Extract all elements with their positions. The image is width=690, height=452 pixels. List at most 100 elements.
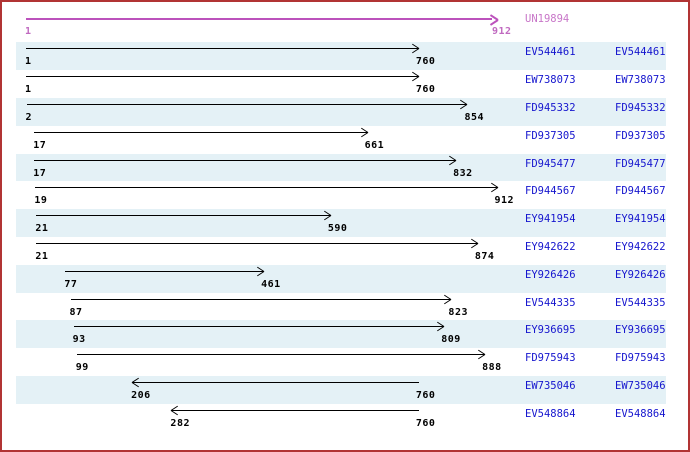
alignment-start-coord: 77 bbox=[64, 278, 78, 290]
accession-label-secondary[interactable]: EV544335 bbox=[615, 296, 666, 309]
accession-label-secondary[interactable]: FD945332 bbox=[615, 102, 666, 114]
accession-label[interactable]: EW735046 bbox=[525, 380, 576, 392]
alignment-row: 77 461 EY926426 EY926426 bbox=[0, 264, 690, 293]
row-background bbox=[16, 98, 666, 126]
accession-label-secondary[interactable]: EY942622 bbox=[615, 241, 666, 253]
alignment-start-coord: 93 bbox=[72, 334, 86, 346]
alignment-arrow-head-icon bbox=[447, 155, 457, 165]
alignment-end-coord: 874 bbox=[474, 251, 495, 262]
accession-label-secondary[interactable]: EY926426 bbox=[615, 268, 666, 281]
alignment-end-coord: 888 bbox=[482, 362, 502, 374]
alignment-row: 21 590 EY941954 EY941954 bbox=[0, 209, 690, 237]
accession-label-secondary[interactable]: EV548864 bbox=[615, 407, 666, 420]
alignment-arrow-head-icon bbox=[255, 266, 265, 277]
alignment-arrow-head-icon bbox=[131, 377, 141, 388]
alignment-arrow-line bbox=[171, 409, 419, 411]
alignment-arrow-head-icon bbox=[322, 210, 332, 221]
alignment-end-coord: 912 bbox=[494, 195, 515, 207]
alignment-end-coord: 760 bbox=[415, 56, 436, 68]
accession-label[interactable]: FD937305 bbox=[525, 129, 576, 142]
accession-label[interactable]: EV548864 bbox=[525, 407, 576, 420]
alignment-start-coord: 282 bbox=[170, 417, 190, 429]
alignment-end-coord: 760 bbox=[415, 390, 436, 401]
alignment-end-coord: 661 bbox=[364, 139, 385, 151]
alignment-arrow-line bbox=[36, 215, 331, 217]
alignment-row: 21 874 EY942622 EY942622 bbox=[0, 237, 690, 265]
row-background bbox=[16, 320, 666, 349]
alignment-end-coord: 854 bbox=[464, 112, 485, 123]
accession-label-secondary[interactable]: FD975943 bbox=[615, 352, 666, 365]
accession-label-secondary[interactable]: EY936695 bbox=[615, 324, 666, 337]
accession-label[interactable]: FD944567 bbox=[525, 185, 576, 198]
alignment-arrow-line bbox=[73, 326, 445, 328]
alignment-arrow-line bbox=[34, 159, 457, 161]
alignment-arrow-line bbox=[26, 104, 468, 105]
alignment-arrow-head-icon bbox=[435, 322, 445, 332]
accession-label-secondary[interactable]: EV544461 bbox=[615, 46, 666, 59]
row-background bbox=[16, 153, 666, 182]
accession-label[interactable]: EW738073 bbox=[525, 74, 576, 87]
accession-label-secondary[interactable]: EW735046 bbox=[615, 380, 666, 392]
accession-label-secondary[interactable]: EW738073 bbox=[615, 74, 666, 87]
alignment-arrow-head-icon bbox=[359, 127, 368, 138]
accession-label-secondary[interactable]: FD937305 bbox=[615, 129, 666, 142]
accession-label-secondary[interactable]: FD945477 bbox=[615, 157, 666, 170]
row-background bbox=[16, 264, 666, 293]
alignment-arrow-head-icon bbox=[410, 71, 420, 82]
accession-label[interactable]: EV544335 bbox=[525, 296, 576, 309]
accession-label-secondary[interactable]: EY941954 bbox=[615, 213, 666, 226]
reference-start-coord: 1 bbox=[25, 26, 32, 37]
alignment-arrow-line bbox=[70, 298, 452, 300]
alignment-arrow-head-icon bbox=[442, 294, 452, 304]
alignment-end-coord: 461 bbox=[261, 278, 281, 290]
alignment-start-coord: 2 bbox=[25, 112, 33, 123]
alignment-row: 99 888 FD975943 FD975943 bbox=[0, 348, 690, 376]
reference-name[interactable]: UN19894 bbox=[525, 13, 570, 25]
alignment-arrow-line bbox=[132, 382, 419, 383]
alignment-row: 1 760 EV544461 EV544461 bbox=[0, 42, 690, 71]
alignment-start-coord: 1 bbox=[25, 84, 32, 96]
accession-label[interactable]: FD945332 bbox=[525, 102, 576, 114]
alignment-row: 87 823 EV544335 EV544335 bbox=[0, 293, 690, 321]
alignment-start-coord: 21 bbox=[35, 251, 49, 262]
alignment-arrow-line bbox=[36, 243, 478, 244]
alignment-arrow-head-icon bbox=[489, 183, 498, 193]
reference-end-coord: 912 bbox=[492, 26, 512, 37]
alignment-start-coord: 99 bbox=[75, 362, 89, 374]
alignment-start-coord: 17 bbox=[33, 139, 47, 151]
alignment-row: 2 854 FD945332 FD945332 bbox=[0, 98, 690, 126]
accession-label[interactable]: EV544461 bbox=[525, 46, 576, 59]
reference-arrow-line bbox=[26, 18, 492, 20]
alignment-end-coord: 590 bbox=[327, 223, 348, 235]
accession-label-secondary[interactable]: FD944567 bbox=[615, 185, 666, 198]
alignment-end-coord: 760 bbox=[415, 417, 436, 429]
accession-label[interactable]: EY936695 bbox=[525, 324, 576, 337]
alignment-arrow-head-icon bbox=[476, 349, 486, 360]
alignment-arrow-head-icon bbox=[171, 405, 180, 416]
accession-label[interactable]: EY926426 bbox=[525, 268, 576, 281]
accession-label[interactable]: FD945477 bbox=[525, 157, 576, 170]
row-background bbox=[16, 42, 666, 71]
alignment-start-coord: 1 bbox=[25, 56, 32, 68]
alignment-end-coord: 760 bbox=[415, 84, 436, 96]
accession-label[interactable]: EY941954 bbox=[525, 213, 576, 226]
alignment-arrow-head-icon bbox=[458, 99, 468, 110]
accession-label[interactable]: EY942622 bbox=[525, 241, 576, 253]
alignment-arrow-line bbox=[34, 131, 368, 133]
alignment-arrow-line bbox=[65, 270, 265, 272]
alignment-arrow-line bbox=[35, 187, 498, 189]
alignment-start-coord: 87 bbox=[69, 306, 83, 318]
alignment-row: 1 760 EW738073 EW738073 bbox=[0, 70, 690, 98]
alignment-start-coord: 17 bbox=[33, 167, 47, 179]
row-background bbox=[16, 376, 666, 404]
alignment-arrow-line bbox=[26, 76, 419, 78]
alignment-arrow-head-icon bbox=[410, 44, 420, 54]
alignment-end-coord: 823 bbox=[448, 306, 468, 318]
alignment-start-coord: 21 bbox=[35, 223, 49, 235]
accession-label[interactable]: FD975943 bbox=[525, 352, 576, 365]
